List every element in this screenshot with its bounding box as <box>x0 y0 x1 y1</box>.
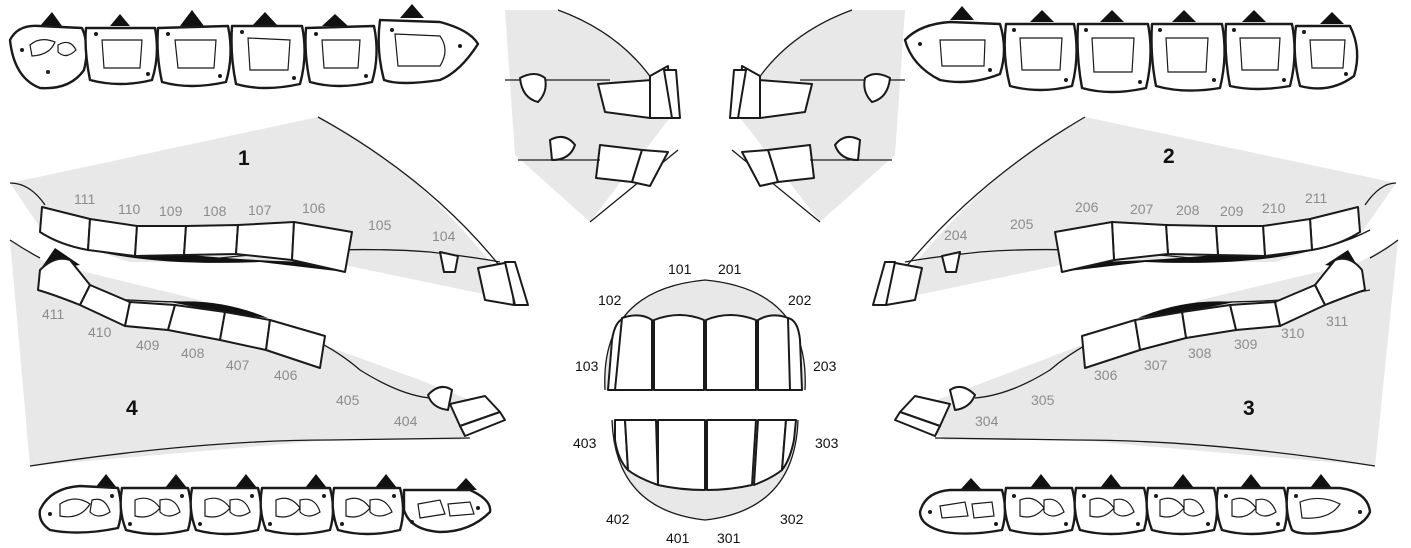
tooth-label-408: 408 <box>181 345 205 361</box>
tooth-label-207: 207 <box>1130 201 1154 217</box>
tooth-label-402: 402 <box>606 511 630 527</box>
tooth-label-208: 208 <box>1176 202 1200 218</box>
tooth-label-105: 105 <box>368 217 392 233</box>
tooth-label-204: 204 <box>944 227 968 243</box>
front-teeth-left-side-view <box>730 10 905 222</box>
tooth-label-203: 203 <box>813 358 837 374</box>
tooth-label-110: 110 <box>118 201 141 217</box>
tooth-label-307: 307 <box>1144 357 1168 373</box>
tooth-label-403: 403 <box>573 435 597 451</box>
tooth-label-401: 401 <box>666 530 690 546</box>
tooth-label-407: 407 <box>226 357 250 373</box>
incisors-front-view <box>605 280 805 520</box>
tooth-label-103: 103 <box>575 358 599 374</box>
tooth-label-107: 107 <box>248 202 272 218</box>
tooth-label-205: 205 <box>1010 216 1034 232</box>
tooth-label-305: 305 <box>1031 392 1055 408</box>
tooth-label-210: 210 <box>1262 200 1286 216</box>
front-teeth-right-side-view <box>505 10 680 222</box>
tooth-label-202: 202 <box>788 292 812 308</box>
quadrant-4-label: 4 <box>126 397 138 420</box>
tooth-label-109: 109 <box>159 203 183 219</box>
tooth-label-303: 303 <box>815 435 839 451</box>
tooth-label-108: 108 <box>203 203 227 219</box>
tooth-label-111: 111 <box>74 191 95 207</box>
tooth-label-211: 211 <box>1305 190 1328 206</box>
tooth-label-410: 410 <box>88 324 112 340</box>
tooth-label-102: 102 <box>598 292 622 308</box>
tooth-label-206: 206 <box>1075 199 1099 215</box>
quadrant-2-label: 2 <box>1163 145 1175 168</box>
tooth-label-304: 304 <box>975 413 999 429</box>
tooth-label-106: 106 <box>302 200 326 216</box>
tooth-label-405: 405 <box>336 392 360 408</box>
tooth-label-406: 406 <box>274 367 298 383</box>
tooth-label-411: 411 <box>42 306 65 322</box>
tooth-label-306: 306 <box>1094 367 1118 383</box>
tooth-label-310: 310 <box>1281 325 1305 341</box>
tooth-label-404: 404 <box>394 413 418 429</box>
tooth-label-209: 209 <box>1220 203 1244 219</box>
upper-right-occlusal-row <box>10 4 478 88</box>
lower-left-occlusal-row <box>920 474 1370 534</box>
tooth-label-409: 409 <box>136 337 160 353</box>
lower-right-occlusal-row <box>40 474 490 534</box>
tooth-label-101: 101 <box>668 261 692 277</box>
tooth-label-309: 309 <box>1234 336 1258 352</box>
upper-left-occlusal-row <box>905 6 1357 92</box>
tooth-label-311: 311 <box>1326 313 1349 329</box>
tooth-label-201: 201 <box>718 261 742 277</box>
tooth-label-308: 308 <box>1188 345 1212 361</box>
quadrant-1-label: 1 <box>238 147 250 170</box>
tooth-label-104: 104 <box>432 228 456 244</box>
tooth-label-302: 302 <box>780 511 804 527</box>
quadrant-3-label: 3 <box>1243 397 1255 420</box>
tooth-label-301: 301 <box>717 530 741 546</box>
